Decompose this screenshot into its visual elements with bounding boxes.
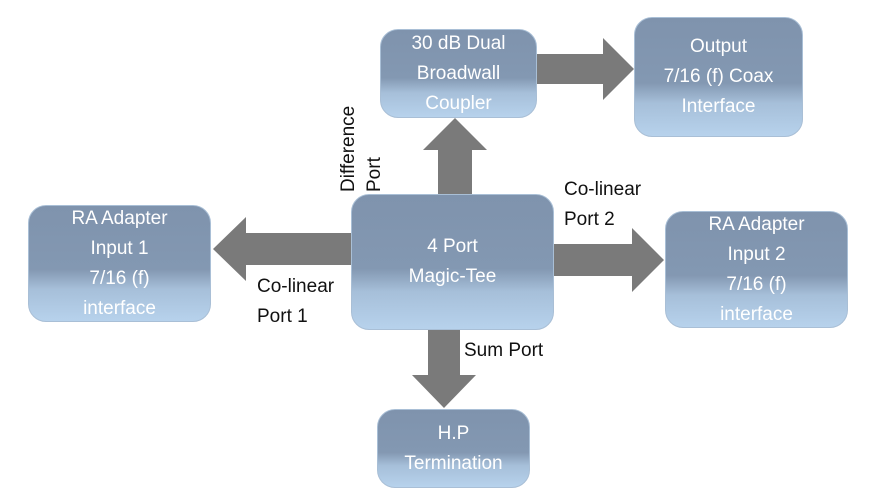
colinear-port-1-label-line1: Co-linear <box>257 276 335 297</box>
colinear-port-2-label: Co-linear Port 2 <box>564 175 641 235</box>
difference-port-label-line2: Port <box>364 157 385 192</box>
colinear-port-2-label-line2: Port 2 <box>564 209 615 230</box>
arrow-sum-port <box>412 330 476 408</box>
input2-line: Input 2 <box>727 243 786 265</box>
difference-port-label-line1: Difference <box>338 105 359 192</box>
coupler-line: Coupler <box>425 92 492 114</box>
output-line: Interface <box>681 96 756 117</box>
colinear-port-2-label-line1: Co-linear <box>564 179 642 200</box>
magic-tee-line: Magic-Tee <box>408 266 497 287</box>
input1-line: 7/16 (f) <box>89 267 150 289</box>
arrow-coupler-to-output <box>537 38 634 100</box>
coupler-line: Broadwall <box>416 62 501 84</box>
sum-port-label: Sum Port <box>464 340 544 361</box>
input2-line: RA Adapter <box>708 213 805 235</box>
magic-tee-line: 4 Port <box>427 236 478 257</box>
input1-line: interface <box>83 297 156 319</box>
termination-line: Termination <box>404 452 503 474</box>
input2-line: 7/16 (f) <box>726 273 787 295</box>
coupler-line: 30 dB Dual <box>411 32 506 54</box>
magic-tee-node: 4 Port Magic-Tee <box>351 194 554 330</box>
input1-line: Input 1 <box>90 237 149 259</box>
input2-line: interface <box>720 303 793 325</box>
termination-line: H.P <box>437 422 470 444</box>
coupler-node: 30 dB Dual Broadwall Coupler <box>380 29 537 118</box>
colinear-port-1-label-line2: Port 1 <box>257 306 308 327</box>
input2-node: RA Adapter Input 2 7/16 (f) interface <box>665 211 848 328</box>
arrow-difference-port <box>423 118 487 195</box>
output-node: Output 7/16 (f) Coax Interface <box>634 17 803 137</box>
colinear-port-1-label: Co-linear Port 1 <box>257 272 334 332</box>
input1-line: RA Adapter <box>71 207 168 229</box>
output-line: 7/16 (f) Coax <box>663 66 774 87</box>
arrow-colinear-port-2 <box>554 228 664 292</box>
output-line: Output <box>689 36 748 57</box>
input1-node: RA Adapter Input 1 7/16 (f) interface <box>28 205 211 322</box>
arrow-colinear-port-1 <box>213 217 351 281</box>
difference-port-label: Difference Port <box>336 106 388 192</box>
termination-node: H.P Termination <box>377 409 530 488</box>
